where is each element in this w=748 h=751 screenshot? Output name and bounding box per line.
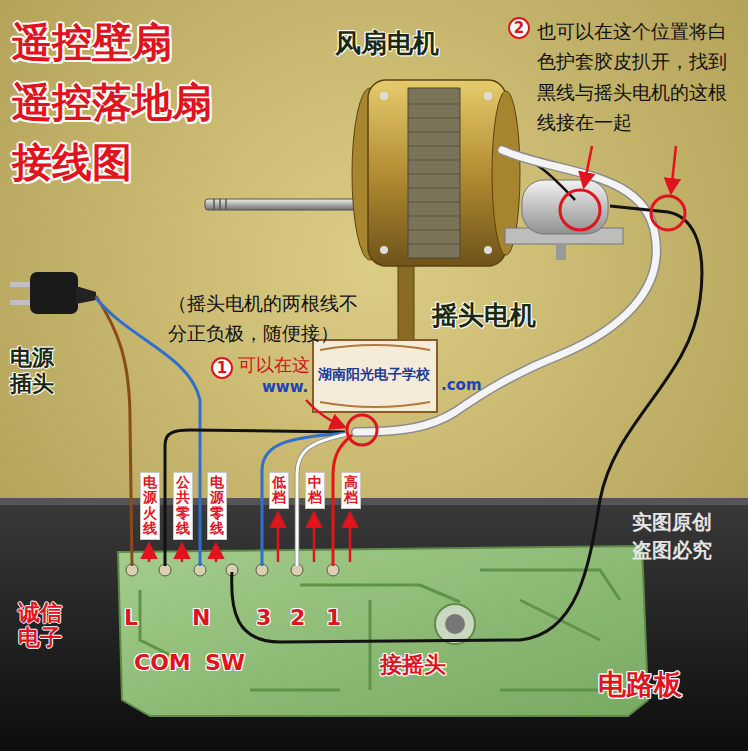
circuit-board (118, 546, 648, 716)
pin-arrow (277, 514, 280, 562)
label-box: 公共零线 (173, 472, 193, 540)
label-slot: 电源 插头 (10, 345, 60, 398)
pin-name: COM (134, 650, 191, 676)
fan-base (0, 498, 748, 751)
pin-arrow (215, 545, 218, 562)
wire-label: 低档 (272, 475, 286, 506)
shaft-thread (214, 199, 226, 210)
board-hole (435, 604, 475, 644)
pin-arrow (313, 514, 316, 562)
highlight-ring (560, 190, 600, 230)
pin-name: 2 (290, 605, 305, 631)
pin-arrow (181, 545, 184, 562)
watermark: www. (262, 378, 308, 396)
label-slot: 摇头电机 (432, 300, 536, 331)
motor-bolt (380, 92, 388, 100)
note: 也可以在这个位置将白色护套胶皮扒开，找到黑线与摇头电机的这根线接在一起 (537, 16, 737, 138)
wire-label: 公共零线 (176, 475, 190, 537)
watermark-box (313, 340, 437, 412)
wire-label: 电源零线 (210, 475, 224, 537)
label-slot: （摇头电机的两根线不分正负极，随便接） (168, 288, 368, 349)
note: 可以在这 (238, 354, 310, 376)
common-wire (165, 430, 345, 566)
motor-post (398, 258, 414, 346)
part-name: 接摇头 (380, 652, 446, 678)
label-slot: 湖南阳光电子学校 (318, 366, 430, 383)
board-hole-center (445, 614, 465, 634)
pin-name: 3 (256, 605, 271, 631)
highlight-ring (347, 415, 377, 445)
pin-name: N (192, 605, 210, 631)
logo-text: 诚信电子 (18, 600, 68, 651)
live-wire (96, 296, 132, 566)
part-name: 电源 插头 (10, 345, 60, 398)
wire-label: 高档 (344, 475, 358, 506)
pin-name: L (124, 605, 138, 631)
leader-arrow (671, 146, 676, 192)
label-slot: 实图原创 盗图必究 (632, 508, 732, 564)
label-slot: N (192, 605, 210, 631)
swing-motor-wire (232, 206, 702, 642)
label-box: 高档 (341, 472, 361, 509)
highlight-ring (651, 196, 685, 230)
label-slot: 也可以在这个位置将白色护套胶皮扒开，找到黑线与摇头电机的这根线接在一起 (537, 16, 737, 138)
part-name: 摇头电机 (432, 300, 536, 331)
leader-arrow (306, 400, 344, 427)
watermark: 实图原创 盗图必究 (632, 508, 732, 564)
motor-bolt (484, 246, 492, 254)
label-box: 中档 (305, 472, 325, 509)
label-slot: 接摇头 (380, 652, 446, 678)
pin-arrow (148, 545, 151, 562)
motor-stator (408, 88, 460, 258)
power-plug (30, 272, 78, 314)
label-slot: 3 (256, 605, 271, 631)
part-name: 电路板 (598, 668, 682, 702)
label-slot: 1 (211, 357, 233, 379)
label-slot: .com (441, 376, 482, 394)
callout-number: 2 (508, 17, 530, 39)
label-slot: www. (262, 378, 308, 396)
part-name: 风扇电机 (335, 28, 439, 59)
watermark: .com (441, 376, 482, 394)
label-slot: L (124, 605, 138, 631)
label-box: 电源零线 (207, 472, 227, 540)
watermark: 湖南阳光电子学校 (318, 366, 430, 383)
label-slot: 诚信电子 (18, 600, 68, 651)
label-slot: 可以在这 (238, 354, 310, 376)
stator-lamination (408, 104, 460, 244)
label-slot: 2 (290, 605, 305, 631)
pin-name: 1 (326, 605, 341, 631)
pin-name: SW (205, 650, 245, 676)
label-slot: 电路板 (598, 668, 682, 702)
base-edge (0, 498, 748, 505)
fan-motor (368, 80, 506, 266)
swing-shaft (556, 244, 566, 260)
callout-number: 1 (211, 357, 233, 379)
label-slot: 风扇电机 (335, 28, 439, 59)
wire-label: 电源火线 (143, 475, 157, 537)
label-slot: 1 (326, 605, 341, 631)
motor-bolt (380, 246, 388, 254)
note: （摇头电机的两根线不分正负极，随便接） (168, 288, 368, 349)
label-slot: SW (205, 650, 245, 676)
pin-arrow (349, 514, 352, 562)
label-slot: COM (134, 650, 191, 676)
motor-bolt (484, 92, 492, 100)
label-box: 低档 (269, 472, 289, 509)
wire-label: 中档 (308, 475, 322, 506)
plug-neck (76, 286, 96, 304)
motor-shaft (205, 199, 370, 210)
label-box: 电源火线 (140, 472, 160, 540)
title-slot: 遥控壁扇 遥控落地扇 接线图 (12, 12, 227, 192)
diagram-title: 遥控壁扇 遥控落地扇 接线图 (12, 12, 227, 192)
leader-arrow (584, 146, 592, 186)
label-slot: 2 (508, 17, 530, 39)
